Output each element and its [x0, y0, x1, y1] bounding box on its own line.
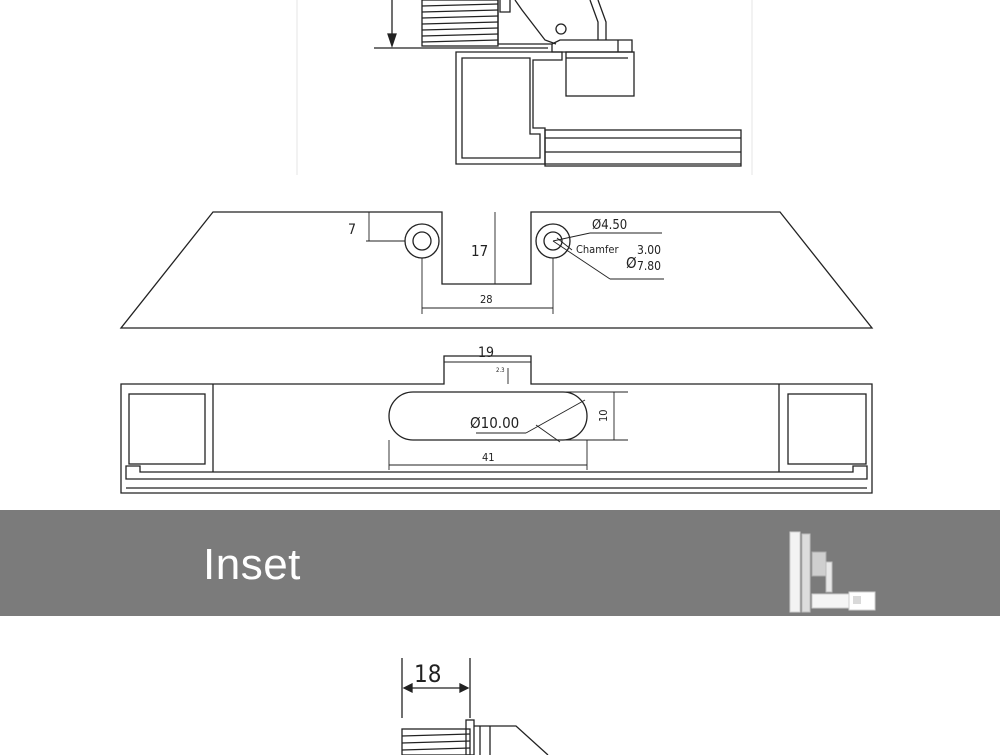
chamfer-label: Chamfer: [576, 243, 619, 256]
mounting-plate-dimensions: 7 17 28 Ø4.50 Chamfer Ø 3.00 7.80: [348, 218, 661, 306]
cup-ribs: [421, 3, 499, 43]
plate-outline: [119, 211, 874, 329]
hinge-side-view-bottom: [401, 658, 549, 755]
dim-tab-width-label: 19: [478, 345, 494, 361]
dim-height-label: 7: [348, 222, 356, 238]
bar-outline: [120, 355, 873, 494]
dim-tab-small-label: 2.3: [496, 367, 505, 374]
bar-profile-drawing: [120, 355, 873, 494]
dim-slot-depth-label: 17: [471, 242, 488, 260]
chamfer-diameter-symbol: Ø: [626, 254, 637, 272]
left-square-cavity: [128, 393, 206, 465]
dim-slot-length-label: 41: [482, 451, 495, 464]
dim-slot-diameter-label: Ø10.00: [470, 414, 519, 432]
bar-profile-dimensions: 19 2.3 Ø10.00 10 41: [470, 345, 610, 464]
banner-title: Inset: [203, 540, 301, 589]
dim-width-label: 18: [414, 660, 441, 688]
chamfer-inner-label: 7.80: [637, 259, 661, 273]
inset-hinge-icon: [789, 531, 876, 613]
right-square-cavity: [787, 393, 867, 465]
dim-slot-height-label: 10: [597, 409, 610, 422]
chamfer-outer-label: 3.00: [637, 243, 661, 257]
left-screw-hole: [404, 223, 440, 259]
dim-hole-diameter-label: Ø4.50: [592, 218, 627, 233]
dim-slot-width-label: 28: [480, 293, 493, 306]
inset-banner: Inset: [0, 510, 1000, 616]
hinge-side-view-top: [296, 0, 753, 175]
mounting-plate-drawing: [119, 211, 874, 329]
cup-ribs-bottom: [401, 733, 471, 751]
